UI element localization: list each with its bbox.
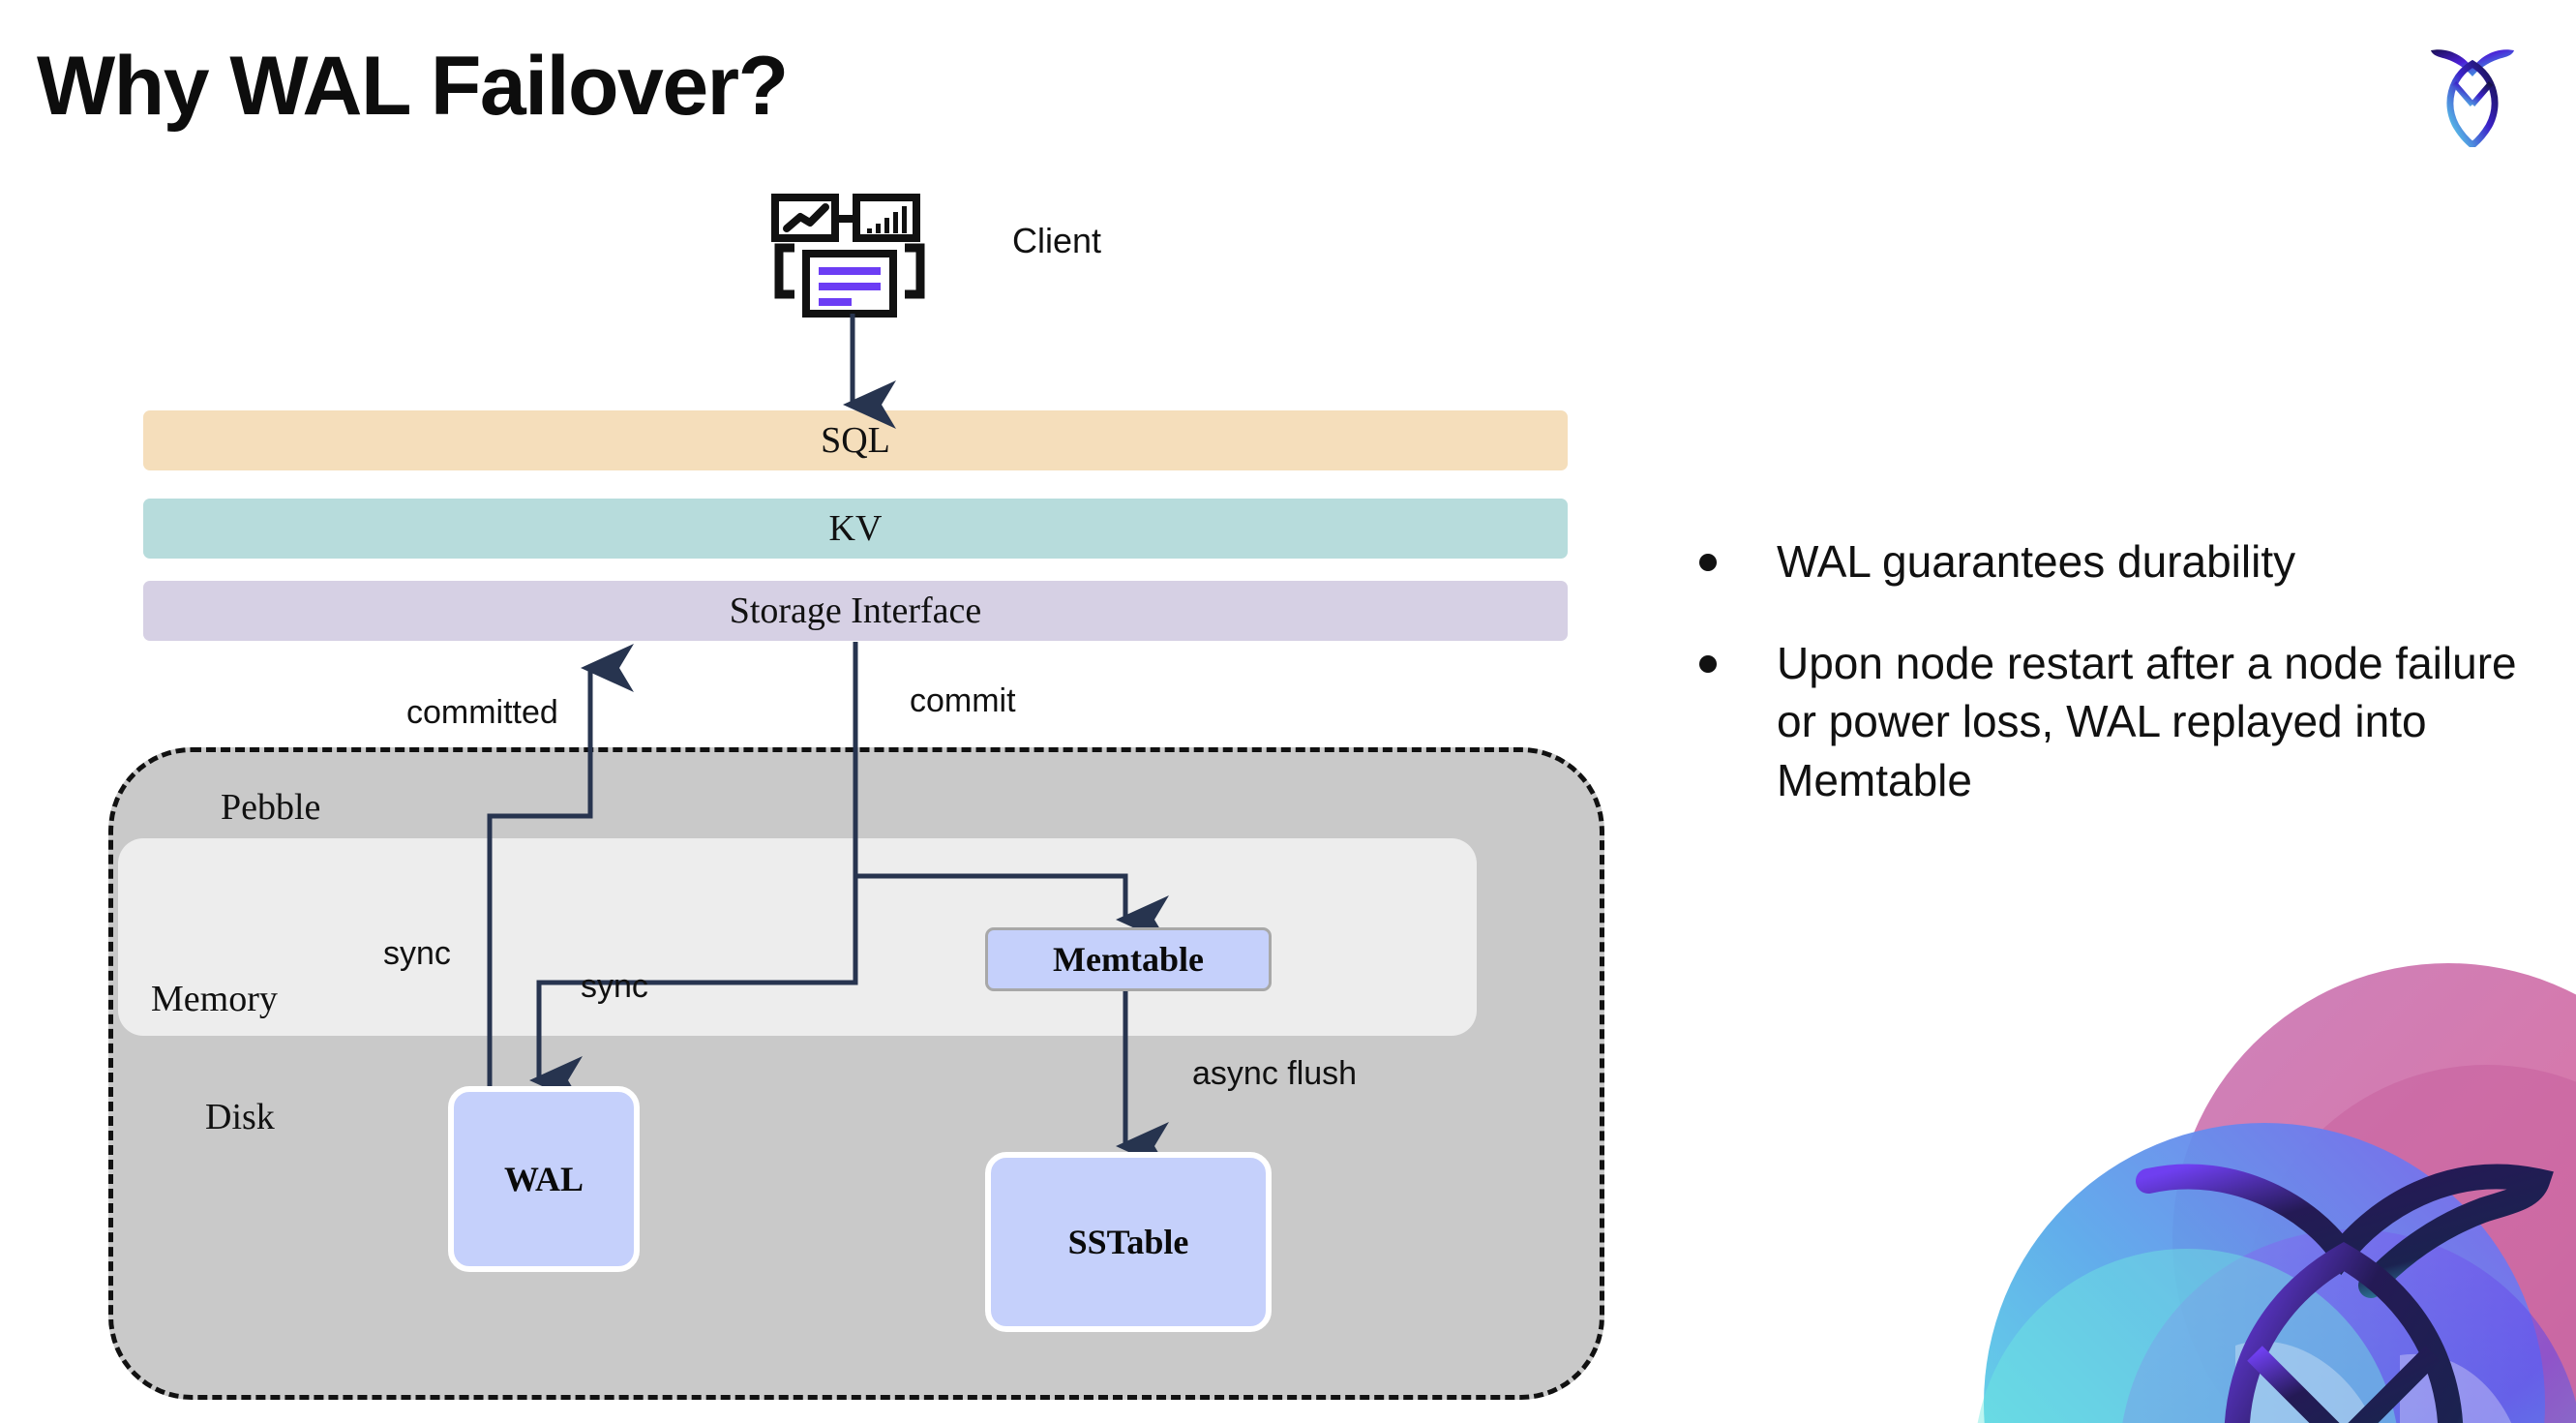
layer-label-storage-interface: Storage Interface [729, 590, 982, 631]
bullet-text: WAL guarantees durability [1777, 536, 2296, 587]
edge-label-async-flush: async flush [1192, 1055, 1358, 1092]
node-wal: WAL [448, 1086, 640, 1272]
edge-label-sync-right: sync [581, 968, 648, 1005]
disk-label: Disk [205, 1097, 275, 1137]
node-label-memtable: Memtable [1053, 940, 1204, 979]
node-label-sstable: SSTable [1067, 1223, 1189, 1261]
pebble-label: Pebble [221, 787, 321, 828]
layer-bar-kv: KV [143, 499, 1568, 559]
layer-bar-sql: SQL [143, 410, 1568, 470]
list-item: Upon node restart after a node failure o… [1699, 634, 2531, 810]
edge-label-committed: committed [406, 694, 558, 731]
bullet-list: WAL guarantees durability Upon node rest… [1699, 532, 2531, 853]
memory-region [118, 838, 1477, 1036]
node-label-wal: WAL [503, 1160, 584, 1198]
cockroachdb-logo-icon [2415, 33, 2530, 147]
layer-bar-storage-interface: Storage Interface [143, 581, 1568, 641]
page-title: Why WAL Failover? [37, 40, 789, 133]
bullet-dot-icon [1699, 554, 1717, 571]
bullet-text: Upon node restart after a node failure o… [1777, 637, 2517, 806]
client-label: Client [1012, 221, 1102, 260]
memory-label: Memory [151, 979, 278, 1019]
node-sstable: SSTable [985, 1152, 1272, 1332]
client-monitor-chart-icon [771, 194, 928, 319]
layer-label-sql: SQL [821, 420, 890, 461]
layer-label-kv: KV [828, 508, 883, 549]
edge-label-commit: commit [910, 682, 1016, 719]
list-item: WAL guarantees durability [1699, 532, 2531, 591]
decorative-graphic [1945, 920, 2576, 1423]
edge-label-sync-left: sync [383, 935, 451, 972]
node-memtable: Memtable [985, 927, 1272, 991]
bullet-dot-icon [1699, 654, 1717, 673]
